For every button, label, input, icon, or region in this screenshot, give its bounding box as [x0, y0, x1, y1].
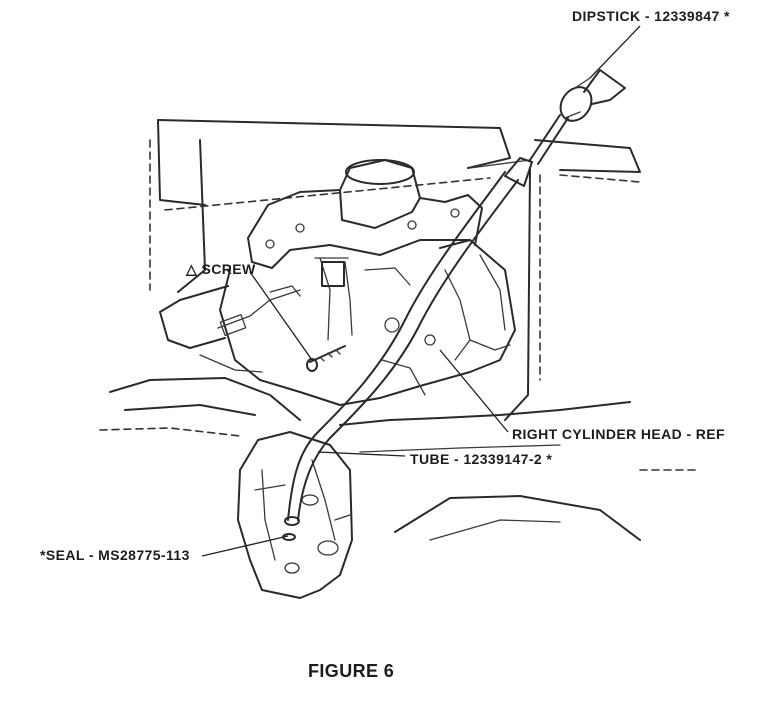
dipstick-handle: [504, 69, 626, 187]
oil-pan: [237, 431, 353, 599]
cylinder-head-callout: RIGHT CYLINDER HEAD - REF: [512, 426, 725, 442]
dipstick-tube: [282, 171, 519, 541]
figure-caption: FIGURE 6: [308, 661, 395, 681]
seal-callout: *SEAL - MS28775-113: [40, 547, 190, 563]
screw: [306, 345, 346, 372]
wiring-harness: [159, 285, 301, 373]
engine-block: [219, 159, 516, 406]
leader-lines: [201, 25, 641, 557]
cowl-structure: [149, 119, 641, 421]
screw-callout: △ SCREW: [186, 261, 256, 277]
lower-body-panels: [99, 377, 701, 541]
tube-callout: TUBE - 12339147-2 *: [410, 451, 553, 467]
dipstick-callout: DIPSTICK - 12339847 *: [572, 8, 730, 24]
